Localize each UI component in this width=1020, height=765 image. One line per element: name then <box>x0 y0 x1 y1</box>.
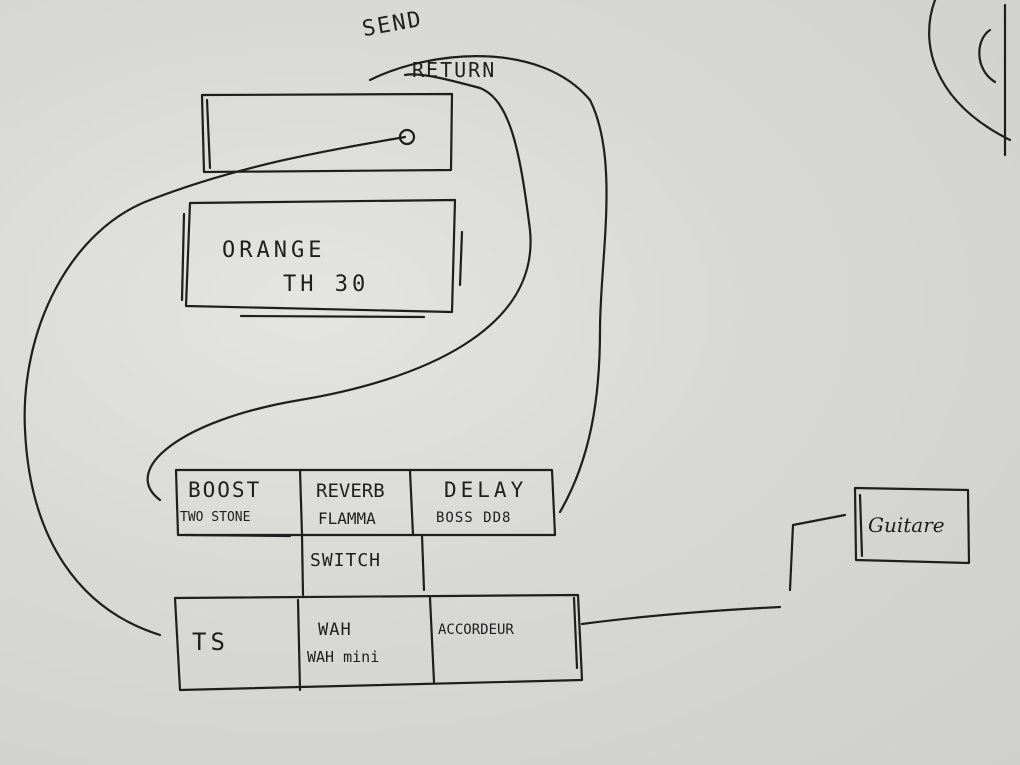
board-bottom-row <box>173 593 584 692</box>
amp-model-label: TH 30 <box>283 272 370 297</box>
guitare-box <box>853 486 971 565</box>
delay-label: DELAY <box>444 478 528 502</box>
return-label: RETURN <box>412 58 497 82</box>
guitare-label: Guitare <box>868 513 945 537</box>
delay-model-label: BOSS DD8 <box>436 510 512 526</box>
boost-model-label: TWO STONE <box>180 510 251 525</box>
amp-name-label: ORANGE <box>222 238 326 263</box>
inner-cable <box>146 73 532 502</box>
ts-label: TS <box>192 628 229 656</box>
switch-label: SWITCH <box>310 550 382 571</box>
board-top-row <box>174 468 557 537</box>
wah-label: WAH <box>318 620 352 640</box>
send-cable <box>23 135 407 637</box>
reverb-model-label: FLAMMA <box>318 509 376 528</box>
guitar-cable <box>580 605 782 626</box>
switch-cell <box>300 533 426 597</box>
reverb-label: REVERB <box>316 480 385 502</box>
amp-box <box>184 198 457 314</box>
return-cable <box>368 55 608 514</box>
wah-mini-label: WAH mini <box>307 648 380 666</box>
accordeur-label: ACCORDEUR <box>438 622 514 638</box>
boost-label: BOOST <box>188 478 262 502</box>
corner-sketch <box>928 0 1012 142</box>
head-box <box>200 92 454 174</box>
